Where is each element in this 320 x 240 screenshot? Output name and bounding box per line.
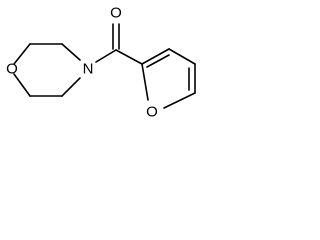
- furan-ring: [141, 48, 196, 109]
- atom-label-furan-oxygen: O: [146, 104, 158, 121]
- molecule-structure: O N O O: [6, 5, 196, 121]
- bond-o-c-lower: [13, 73, 31, 97]
- carbonyl-group: [95, 23, 143, 65]
- bond-furan-c2-c3-2: [146, 54, 170, 68]
- bond-c-o-upper: [13, 43, 31, 65]
- morpholine-ring: [13, 43, 81, 97]
- bond-furan-c5-o: [163, 92, 196, 109]
- atom-label-morpholine-nitrogen: N: [83, 61, 94, 78]
- atom-label-morpholine-oxygen: O: [6, 61, 18, 78]
- bond-furan-c2-c3-1: [141, 48, 170, 65]
- atom-label-carbonyl-oxygen: O: [110, 5, 122, 22]
- bond-carbonyl-furan: [115, 49, 143, 65]
- bond-furan-c3-c4: [168, 48, 196, 65]
- bond-n-carbonyl: [95, 49, 117, 63]
- bond-n-c-upper: [61, 43, 81, 61]
- bond-furan-o-c2: [141, 63, 149, 101]
- bond-c-n-lower: [61, 77, 81, 97]
